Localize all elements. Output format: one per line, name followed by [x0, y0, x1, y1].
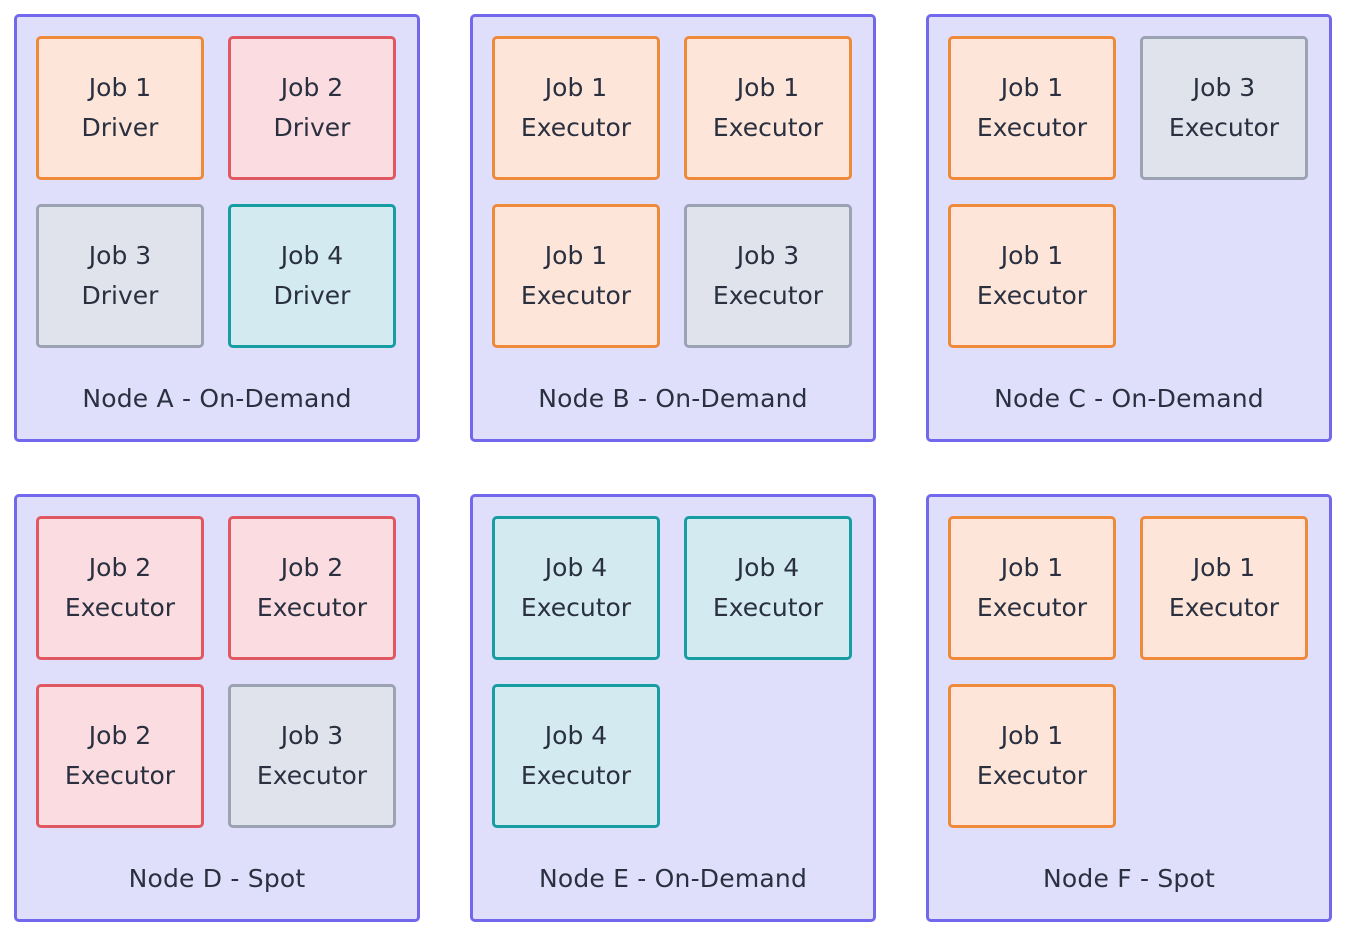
task-role-label: Executor: [64, 761, 176, 790]
task-box: Job 3 Executor: [684, 204, 852, 348]
task-role-label: Driver: [273, 281, 351, 310]
task-role-label: Executor: [712, 593, 824, 622]
task-role-label: Executor: [1168, 113, 1280, 142]
task-job-label: Job 2: [88, 721, 152, 750]
task-role-label: Executor: [520, 593, 632, 622]
task-box: Job 4 Executor: [492, 684, 660, 828]
task-role-label: Executor: [976, 281, 1088, 310]
task-role-label: Executor: [520, 281, 632, 310]
task-role-label: Driver: [273, 113, 351, 142]
task-job-label: Job 1: [736, 73, 800, 102]
task-job-label: Job 1: [1000, 73, 1064, 102]
task-role-label: Executor: [976, 761, 1088, 790]
task-box: Job 2 Driver: [228, 36, 396, 180]
node-label: Node F - Spot: [1043, 864, 1215, 893]
node-label: Node C - On-Demand: [994, 384, 1264, 413]
node-label: Node B - On-Demand: [538, 384, 808, 413]
task-box: Job 4 Executor: [684, 516, 852, 660]
node-label: Node E - On-Demand: [538, 864, 808, 893]
task-box: Job 4 Executor: [492, 516, 660, 660]
task-box: Job 1 Executor: [684, 36, 852, 180]
task-role-label: Driver: [81, 281, 159, 310]
task-job-label: Job 1: [544, 73, 608, 102]
task-box: Job 1 Executor: [948, 684, 1116, 828]
task-job-label: Job 3: [280, 721, 344, 750]
task-role-label: Executor: [256, 593, 368, 622]
task-box: Job 2 Executor: [36, 684, 204, 828]
task-job-label: Job 3: [88, 241, 152, 270]
task-box: Job 3 Executor: [1140, 36, 1308, 180]
task-job-label: Job 1: [1000, 553, 1064, 582]
task-job-label: Job 4: [544, 721, 608, 750]
node-label: Node A - On-Demand: [82, 384, 352, 413]
task-box: Job 1 Executor: [492, 36, 660, 180]
task-role-label: Executor: [520, 113, 632, 142]
task-box: Job 1 Executor: [948, 516, 1116, 660]
task-job-label: Job 1: [544, 241, 608, 270]
task-role-label: Executor: [64, 593, 176, 622]
task-box: Job 1 Executor: [1140, 516, 1308, 660]
task-role-label: Driver: [81, 113, 159, 142]
task-box: Job 3 Driver: [36, 204, 204, 348]
task-box: Job 3 Executor: [228, 684, 396, 828]
task-box: Job 1 Driver: [36, 36, 204, 180]
task-job-label: Job 4: [544, 553, 608, 582]
task-job-label: Job 3: [1192, 73, 1256, 102]
task-box: Job 1 Executor: [948, 204, 1116, 348]
task-role-label: Executor: [976, 113, 1088, 142]
task-job-label: Job 3: [736, 241, 800, 270]
task-role-label: Executor: [712, 113, 824, 142]
task-job-label: Job 2: [280, 73, 344, 102]
task-box: Job 4 Driver: [228, 204, 396, 348]
task-job-label: Job 1: [1000, 721, 1064, 750]
task-box: Job 1 Executor: [492, 204, 660, 348]
task-box: Job 2 Executor: [228, 516, 396, 660]
task-role-label: Executor: [256, 761, 368, 790]
task-job-label: Job 4: [736, 553, 800, 582]
task-job-label: Job 2: [88, 553, 152, 582]
task-job-label: Job 4: [280, 241, 344, 270]
task-role-label: Executor: [520, 761, 632, 790]
task-job-label: Job 1: [88, 73, 152, 102]
task-role-label: Executor: [1168, 593, 1280, 622]
task-job-label: Job 1: [1192, 553, 1256, 582]
task-job-label: Job 1: [1000, 241, 1064, 270]
node-label: Node D - Spot: [128, 864, 306, 893]
task-job-label: Job 2: [280, 553, 344, 582]
task-role-label: Executor: [976, 593, 1088, 622]
task-role-label: Executor: [712, 281, 824, 310]
task-box: Job 1 Executor: [948, 36, 1116, 180]
task-box: Job 2 Executor: [36, 516, 204, 660]
